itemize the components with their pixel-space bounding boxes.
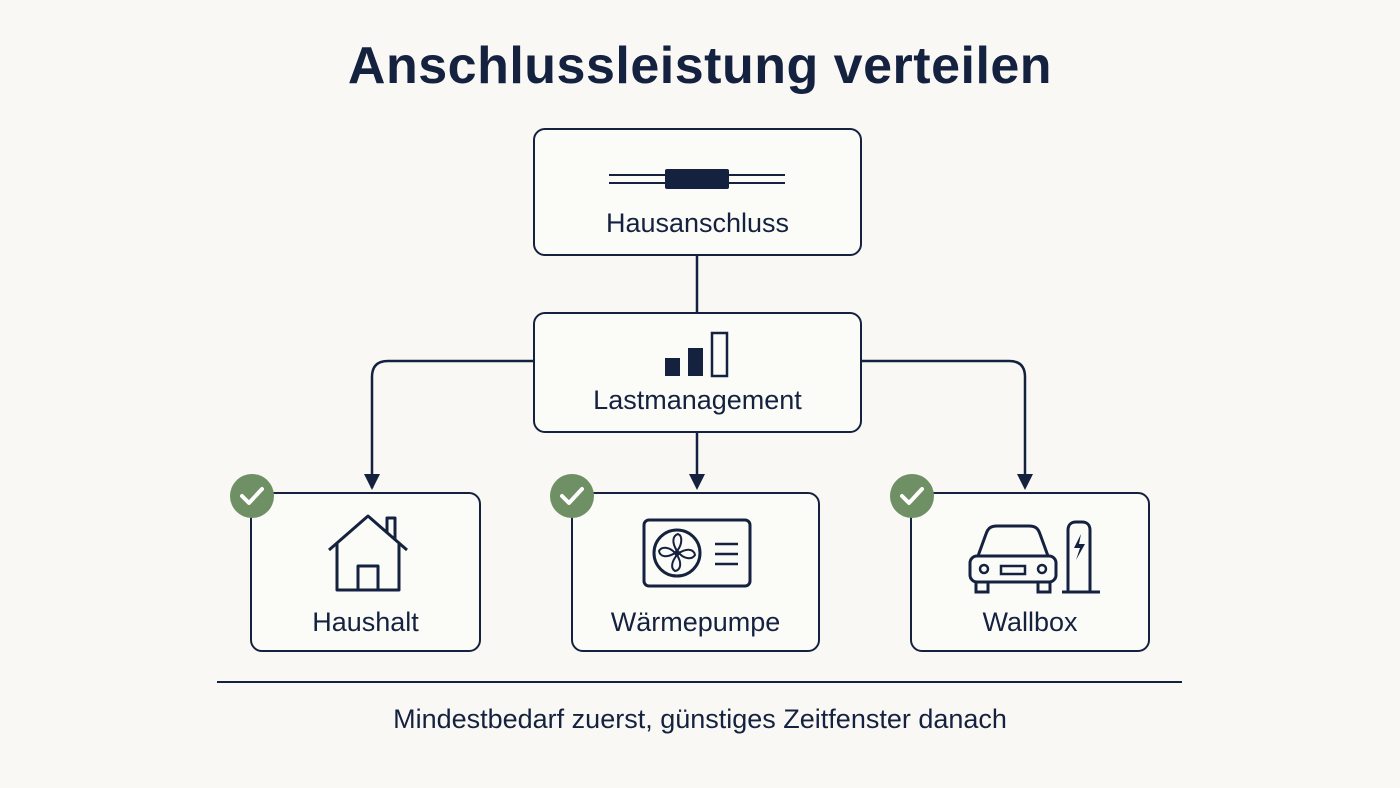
node-label-haushalt: Haushalt <box>312 607 419 637</box>
heat-pump-icon <box>642 518 752 588</box>
car-charger-icon <box>968 520 1100 594</box>
node-hausanschluss: Hausanschluss <box>533 128 862 256</box>
node-label-wallbox: Wallbox <box>982 607 1078 637</box>
check-icon-waermepumpe <box>550 474 594 518</box>
bar-chart-icon <box>665 331 729 378</box>
fuse-icon <box>609 169 785 189</box>
diagram-title: Anschlussleistung verteilen <box>347 37 1053 95</box>
arrow-head-waermepumpe <box>689 474 705 490</box>
node-haushalt: Haushalt <box>250 492 481 652</box>
node-lastmanagement: Lastmanagement <box>533 312 862 433</box>
check-icon-wallbox <box>890 474 934 518</box>
connector-to-wallbox <box>862 359 1027 478</box>
footer-caption: Mindestbedarf zuerst, günstiges Zeitfens… <box>393 704 1007 734</box>
arrow-head-haushalt <box>364 474 380 490</box>
node-waermepumpe: Wärmepumpe <box>571 492 820 652</box>
node-label-lastmanagement: Lastmanagement <box>593 385 802 415</box>
divider-line <box>217 681 1182 683</box>
node-label-waermepumpe: Wärmepumpe <box>610 607 781 637</box>
arrow-head-wallbox <box>1017 474 1033 490</box>
connector-to-haushalt <box>370 359 534 488</box>
node-wallbox: Wallbox <box>910 492 1150 652</box>
node-label-hausanschluss: Hausanschluss <box>605 208 790 238</box>
check-icon-haushalt <box>230 474 274 518</box>
house-icon <box>328 514 408 592</box>
